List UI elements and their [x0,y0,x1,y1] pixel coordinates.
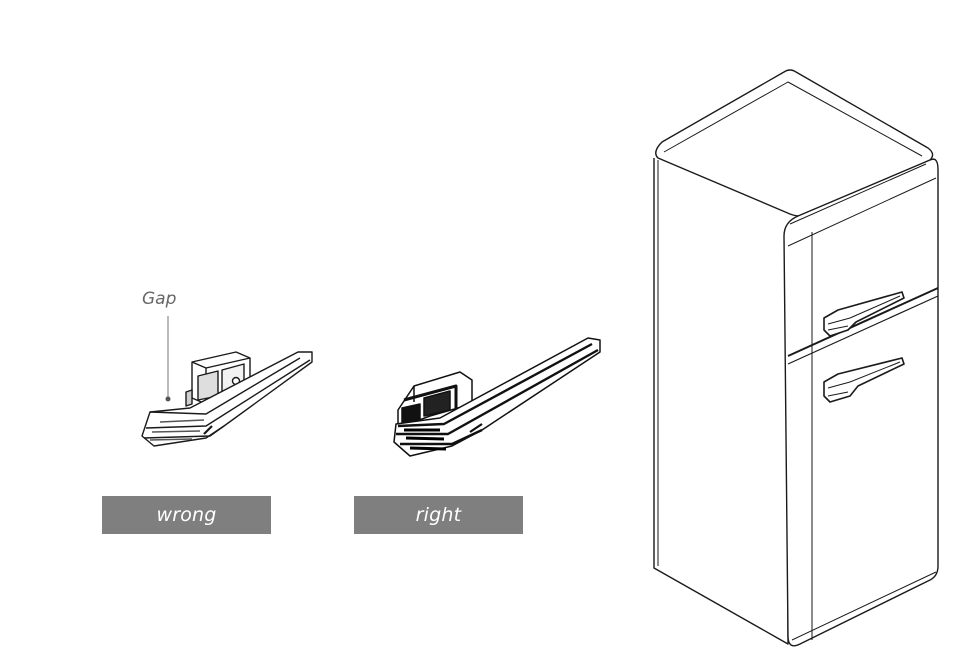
fridge-door-gap [787,287,939,357]
wrong-label: wrong [102,496,271,534]
refrigerator-drawing [653,69,939,647]
handle-wrong-drawing [141,316,313,447]
gap-marker-dot [165,396,171,402]
handle-right-drawing [393,337,601,457]
fridge-left-side [653,158,789,645]
gap-label: Gap [142,289,177,309]
fridge-lower-handle [823,357,905,403]
fridge-front [783,158,939,647]
right-label: right [354,496,523,534]
